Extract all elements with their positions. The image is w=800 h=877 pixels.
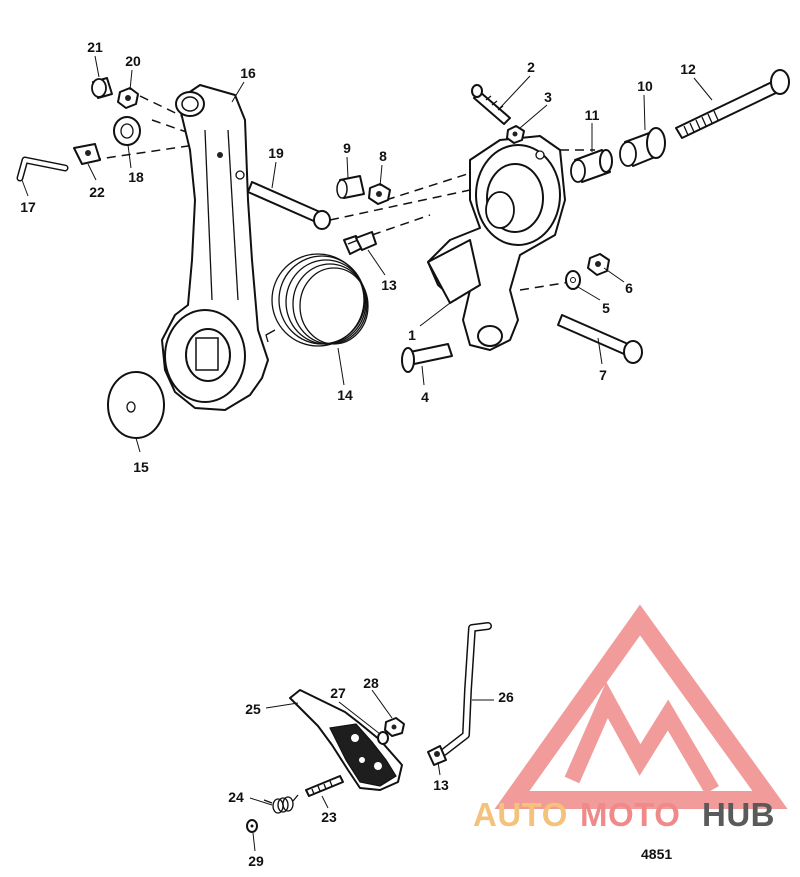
callout-11: 11: [585, 107, 600, 123]
part-10-flanged-bushing: [619, 127, 666, 167]
callout-labels: 21 20 16 18 17 22 19 9 8 13 2 3 11 10 12…: [20, 39, 696, 869]
callout-27: 27: [330, 685, 346, 701]
callout-10: 10: [637, 78, 653, 94]
part-3-nut: [506, 125, 525, 144]
leader-lines: [21, 55, 713, 852]
callout-1: 1: [408, 327, 416, 343]
callout-2: 2: [527, 59, 535, 75]
watermark-auto: AUTO: [473, 796, 568, 833]
callout-21: 21: [87, 39, 103, 55]
callout-17: 17: [20, 199, 36, 215]
part-27-washer: [377, 731, 389, 745]
part-2-screw: [471, 84, 511, 125]
part-12-long-bolt: [675, 69, 790, 139]
callout-28: 28: [363, 675, 379, 691]
callout-19: 19: [268, 145, 284, 161]
part-13-connector-bottom: [427, 745, 447, 766]
callout-9: 9: [343, 140, 351, 156]
part-26-rod: [440, 622, 492, 756]
part-15-washer: [107, 371, 165, 439]
part-22-clip: [73, 143, 101, 165]
callout-4: 4: [421, 389, 429, 405]
callout-25: 25: [245, 701, 261, 717]
figure-number: 4851: [641, 846, 672, 862]
callout-13-bottom: 13: [433, 777, 449, 793]
part-1-throttle-housing: [427, 135, 566, 351]
watermark-text: AUTO MOTO HUB: [473, 796, 775, 833]
callout-18: 18: [128, 169, 144, 185]
part-13-connector-top: [343, 231, 377, 255]
callout-13-top: 13: [381, 277, 397, 293]
part-28-nut: [384, 717, 405, 737]
callout-29: 29: [248, 853, 264, 869]
part-11-bushing: [570, 149, 613, 183]
callout-5: 5: [602, 300, 610, 316]
part-29-washer: [246, 819, 258, 833]
part-19-bolt: [247, 181, 331, 230]
part-25-lever: [289, 689, 403, 791]
part-17-rod: [16, 156, 69, 182]
callout-15: 15: [133, 459, 149, 475]
part-7-bolt: [557, 314, 643, 364]
callout-8: 8: [379, 148, 387, 164]
callout-23: 23: [321, 809, 337, 825]
part-4-pin: [401, 343, 453, 373]
callout-16: 16: [240, 65, 256, 81]
callout-24: 24: [228, 789, 244, 805]
part-6-nut: [587, 253, 610, 276]
part-21-bushing: [91, 77, 113, 99]
callout-12: 12: [680, 61, 696, 77]
part-20-nut: [117, 87, 139, 109]
part-24-spring: [263, 794, 299, 814]
callout-26: 26: [498, 689, 514, 705]
callout-14: 14: [337, 387, 353, 403]
callout-6: 6: [625, 280, 633, 296]
part-9-bushing: [336, 175, 365, 199]
callout-20: 20: [125, 53, 141, 69]
watermark-logo: [494, 604, 788, 809]
callout-7: 7: [599, 367, 607, 383]
watermark-hub: HUB: [702, 796, 775, 833]
part-18-nut: [113, 116, 141, 146]
callout-3: 3: [544, 89, 552, 105]
part-5-washer: [565, 270, 581, 290]
part-23-screw: [305, 775, 344, 797]
part-16-lever-arm: [161, 84, 269, 411]
callout-22: 22: [89, 184, 105, 200]
watermark-moto: MOTO: [580, 796, 680, 833]
part-8-nut: [368, 183, 391, 205]
part-14-spring: [265, 253, 369, 347]
